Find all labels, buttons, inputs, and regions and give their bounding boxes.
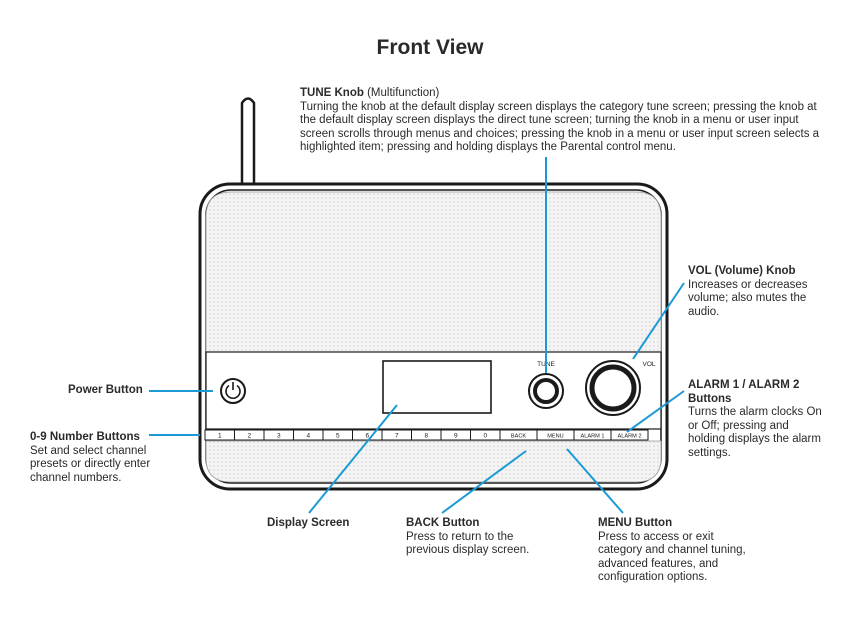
callout-back-button: BACK Button Press to return to the previ… [406, 517, 556, 558]
device-button-6[interactable]: 6 [352, 429, 383, 441]
callout-number-heading: 0-9 Number Buttons [30, 431, 140, 443]
device-button-label: MENU [547, 434, 563, 440]
device-button-back[interactable]: BACK [499, 429, 538, 441]
device-button-alarm-1[interactable]: ALARM 1 [573, 429, 612, 441]
leader-lines [149, 157, 685, 514]
callout-alarm-buttons: ALARM 1 / ALARM 2 Buttons Turns the alar… [688, 379, 828, 460]
callout-alarm-body: Turns the alarm clocks On or Off; pressi… [688, 406, 822, 459]
leader-alarm [626, 390, 685, 433]
device-button-7[interactable]: 7 [381, 429, 412, 441]
callout-tune-subheading: (Multifunction) [367, 87, 440, 99]
callout-power-heading: Power Button [68, 384, 143, 396]
leader-menu [566, 448, 624, 514]
device-button-label: 0 [483, 433, 487, 440]
device-button-2[interactable]: 2 [234, 429, 265, 441]
callout-back-heading: BACK Button [406, 517, 480, 529]
device-button-label: ALARM 1 [581, 434, 605, 440]
callout-tune-heading: TUNE Knob [300, 87, 364, 99]
device-button-0[interactable]: 0 [470, 429, 501, 441]
antenna [240, 97, 256, 188]
device-button-label: 3 [277, 433, 281, 440]
device-button-5[interactable]: 5 [322, 429, 353, 441]
callout-display-screen: Display Screen [267, 517, 377, 531]
callout-display-heading: Display Screen [267, 517, 350, 529]
device-button-label: 1 [218, 433, 222, 440]
device-button-4[interactable]: 4 [293, 429, 324, 441]
callout-back-body: Press to return to the previous display … [406, 530, 530, 557]
device-button-menu[interactable]: MENU [536, 429, 575, 441]
device-button-label: 8 [424, 433, 428, 440]
device-button-8[interactable]: 8 [411, 429, 442, 441]
callout-tune-body: Turning the knob at the default display … [300, 100, 820, 154]
device-button-alarm-2[interactable]: ALARM 2 [610, 429, 649, 441]
device-button-9[interactable]: 9 [440, 429, 471, 441]
device-button-label: 6 [365, 433, 369, 440]
power-icon [225, 382, 241, 399]
power-button[interactable] [220, 378, 246, 404]
button-row: 1 2 3 4 5 6 7 8 9 0 BACK MENU ALARM 1 ALARM 2 [204, 429, 649, 441]
device-button-label: 2 [247, 433, 251, 440]
callout-power-button: Power Button [68, 384, 158, 398]
display-screen [382, 360, 492, 414]
callout-menu-body: Press to access or exit category and cha… [598, 530, 746, 584]
leader-vol [632, 282, 685, 360]
callout-tune-knob: TUNE Knob (Multifunction) Turning the kn… [300, 87, 830, 155]
device-button-label: 4 [306, 433, 310, 440]
callout-vol-heading: VOL (Volume) Knob [688, 265, 796, 277]
speaker-grille-top [205, 191, 662, 353]
diagram-title: Front View [376, 36, 484, 59]
callout-vol-body: Increases or decreases volume; also mute… [688, 278, 808, 318]
device-button-label: 7 [395, 433, 399, 440]
tune-knob[interactable] [528, 373, 564, 409]
device-button-3[interactable]: 3 [263, 429, 294, 441]
callout-alarm-heading: ALARM 1 / ALARM 2 Buttons [688, 379, 800, 405]
callout-number-buttons: 0-9 Number Buttons Set and select channe… [30, 431, 170, 485]
leader-back [441, 450, 527, 514]
callout-vol-knob: VOL (Volume) Knob Increases or decreases… [688, 265, 828, 319]
vol-knob[interactable] [585, 360, 641, 416]
device-button-label: ALARM 2 [618, 434, 642, 440]
callout-menu-button: MENU Button Press to access or exit cate… [598, 517, 758, 585]
device-button-label: 9 [454, 433, 458, 440]
device-button-1[interactable]: 1 [204, 429, 235, 441]
callout-number-body: Set and select channel presets or direct… [30, 444, 151, 484]
leader-display [308, 404, 398, 514]
device-button-label: 5 [336, 433, 340, 440]
speaker-grille-bottom [205, 440, 662, 483]
vol-knob-label: VOL [642, 361, 655, 368]
device-button-label: BACK [511, 434, 527, 440]
callout-menu-heading: MENU Button [598, 517, 673, 529]
